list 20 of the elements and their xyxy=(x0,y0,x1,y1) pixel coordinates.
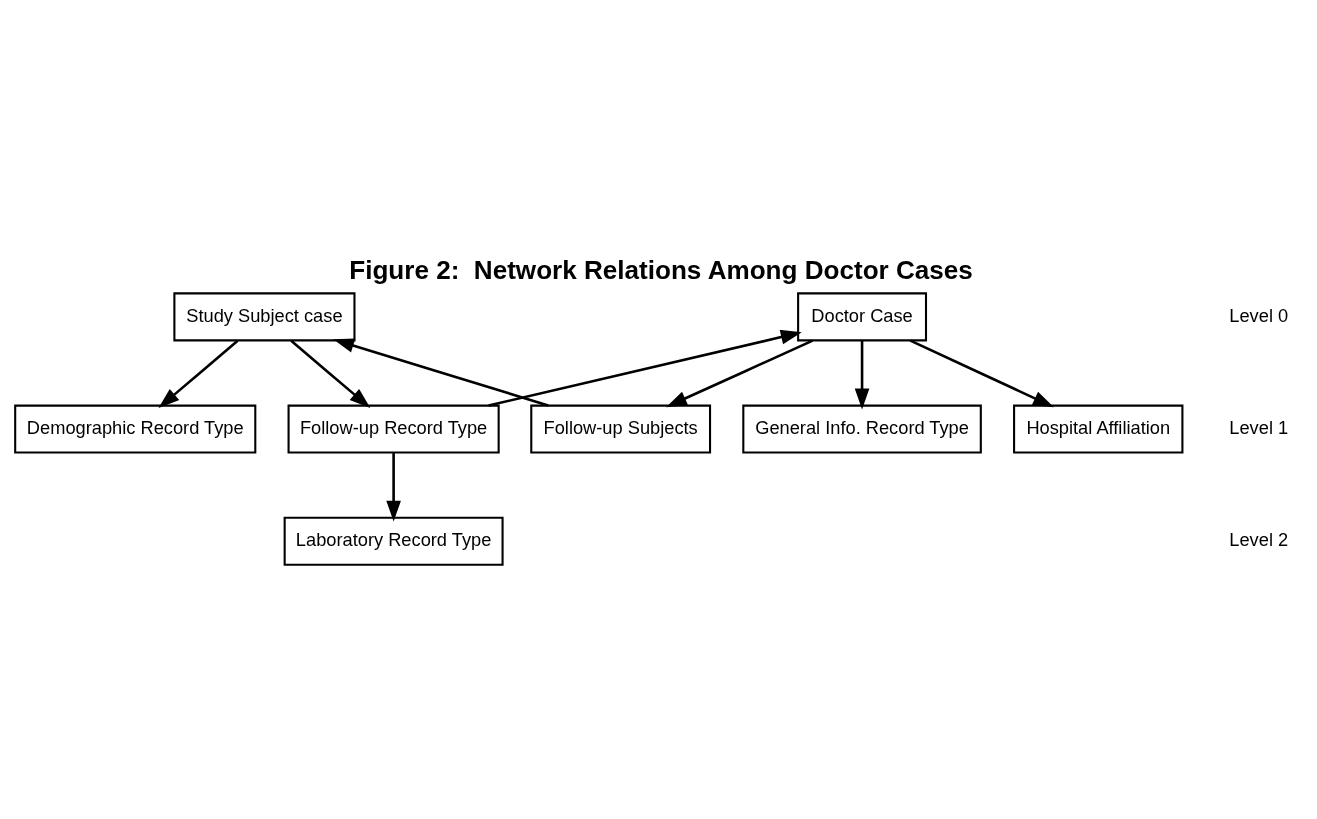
node-box: Doctor Case xyxy=(797,292,928,342)
arrow xyxy=(854,340,870,410)
label: Level 1 xyxy=(1229,416,1289,438)
arrow xyxy=(386,453,401,522)
node-box: Follow-up Subjects xyxy=(530,404,712,454)
arrow xyxy=(158,339,239,408)
label: Level 2 xyxy=(1229,529,1289,551)
node-box: Study Subject case xyxy=(173,292,356,342)
arrow xyxy=(333,338,549,407)
node-box: Laboratory Record Type xyxy=(283,516,504,566)
node-box: Hospital Affiliation xyxy=(1013,404,1184,454)
arrow xyxy=(666,339,814,408)
label: Level 0 xyxy=(1229,304,1289,326)
arrow xyxy=(909,339,1054,408)
diagram-title: Figure 2: Network Relations Among Doctor Cases xyxy=(349,255,973,286)
node-box: Follow-up Record Type xyxy=(287,404,500,454)
arrow xyxy=(488,329,802,407)
node-box: Demographic Record Type xyxy=(14,404,257,454)
node-box: General Info. Record Type xyxy=(742,404,982,454)
arrow xyxy=(290,339,371,408)
